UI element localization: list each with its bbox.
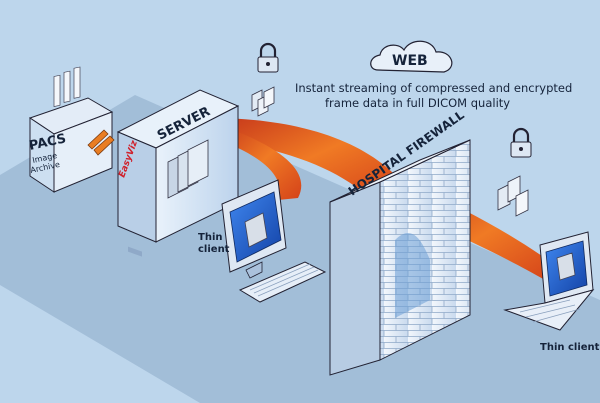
frames-floating-2 [497,175,529,217]
thin-client-1-line2: client [198,244,230,255]
thin-client-desktop [221,179,327,303]
stream-to-thin-client-1 [220,125,302,200]
keyboard [238,261,327,303]
cloud-icon [370,40,453,73]
thin-client-1-line1: Thin [198,232,223,243]
thin-client-2-label: Thin client [540,342,600,353]
frames-floating-1 [251,86,275,117]
caption-line2: frame data in full DICOM quality [325,96,510,110]
thin-client-laptop [503,231,595,331]
caption-line1: Instant streaming of compressed and encr… [295,81,572,95]
lock-icon [510,127,532,158]
server-box [116,89,240,257]
lock-icon [257,42,279,73]
pacs-archive: PACS Image Archive [28,66,114,193]
server-frames [167,139,209,199]
cloud-label: WEB [392,53,428,69]
sync-arrows-icon [87,129,115,156]
stream-to-firewall [220,118,395,200]
hospital-firewall [329,139,471,376]
